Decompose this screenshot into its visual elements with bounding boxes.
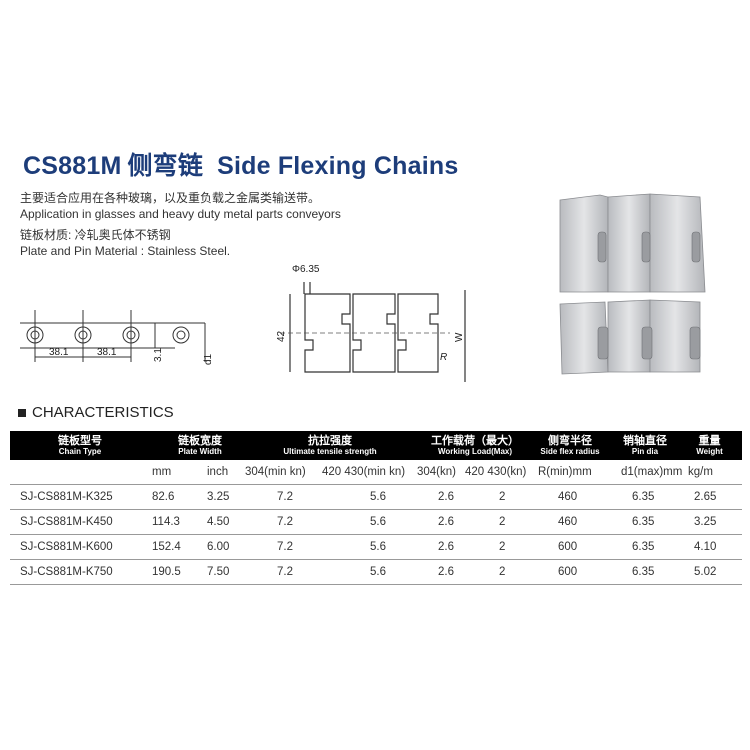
cell-width-inch: 4.50: [207, 516, 230, 528]
units-row: mm inch 304(min kn) 420 430(min kn) 304(…: [10, 460, 742, 485]
dim-42-label: 42: [276, 330, 287, 342]
header-en: Working Load(Max): [437, 446, 513, 456]
cell-tensile-420: 5.6: [370, 516, 386, 528]
cell-width-mm: 190.5: [152, 566, 181, 578]
header-en: Ultimate tensile strength: [283, 446, 377, 456]
header-cn: 链板宽度: [178, 434, 222, 447]
unit-radius: R(min)mm: [538, 466, 592, 478]
header-en: Pin dia: [631, 446, 659, 456]
cell-load-420: 2: [499, 516, 506, 528]
characteristics-table: 链板型号 Chain Type 链板宽度 Plate Width 抗拉强度 Ul…: [10, 431, 742, 585]
dim-w-label: W: [454, 332, 465, 342]
cell-chain-type: SJ-CS881M-K750: [20, 566, 113, 578]
cell-load-420: 2: [499, 491, 506, 503]
cell-width-mm: 114.3: [152, 516, 180, 528]
cell-chain-type: SJ-CS881M-K325: [20, 491, 113, 503]
unit-304-tensile: 304(min kn): [245, 466, 306, 478]
dim-r-label: R: [440, 352, 447, 363]
top-view-diagram: Φ6.35 42 W R: [276, 264, 466, 382]
header-weight: 重量 Weight: [682, 431, 737, 460]
unit-pin: d1(max)mm: [621, 466, 683, 478]
header-cn: 链板型号: [58, 434, 102, 447]
cell-pin: 6.35: [632, 491, 655, 503]
cell-width-inch: 6.00: [207, 541, 230, 553]
cell-radius: 460: [558, 516, 578, 528]
cell-load-304: 2.6: [438, 541, 454, 553]
bullet-square-icon: [18, 408, 26, 417]
characteristics-title: CHARACTERISTICS: [32, 404, 174, 421]
header-cn: 侧弯半径: [548, 434, 592, 447]
header-cn: 重量: [698, 434, 721, 447]
unit-mm: mm: [152, 466, 172, 478]
table-row: SJ-CS881M-K325 82.6 3.25 7.2 5.6 2.6 2 4…: [10, 485, 742, 510]
cell-width-mm: 82.6: [152, 491, 175, 503]
cell-tensile-304: 7.2: [277, 516, 293, 528]
header-cn: 抗拉强度: [308, 434, 352, 447]
cell-load-304: 2.6: [438, 566, 454, 578]
cell-width-inch: 7.50: [207, 566, 230, 578]
cell-load-304: 2.6: [438, 491, 454, 503]
unit-420-tensile: 420 430(min kn): [322, 466, 406, 478]
cell-radius: 600: [558, 541, 578, 553]
description-cn-2: 链板材质: 冷轧奥氏体不锈钢: [20, 228, 171, 242]
cell-load-420: 2: [499, 541, 506, 553]
cell-load-420: 2: [499, 566, 506, 578]
cell-width-inch: 3.25: [207, 491, 230, 503]
header-en: Side flex radius: [540, 446, 600, 456]
cell-tensile-304: 7.2: [277, 541, 293, 553]
header-side-flex-radius: 侧弯半径 Side flex radius: [530, 431, 610, 460]
cell-width-mm: 152.4: [152, 541, 181, 553]
header-tensile-strength: 抗拉强度 Ultimate tensile strength: [250, 431, 410, 460]
pitch-label-1: 38.1: [49, 347, 69, 358]
description-en-1: Application in glasses and heavy duty me…: [20, 207, 341, 221]
dim-3-1-label: 3.1: [153, 348, 164, 362]
header-plate-width: 链板宽度 Plate Width: [150, 431, 250, 460]
unit-420-load: 420 430(kn): [465, 466, 527, 478]
title-en: Side Flexing Chains: [217, 152, 459, 180]
cell-tensile-420: 5.6: [370, 491, 386, 503]
cell-weight: 2.65: [694, 491, 717, 503]
pin-dia-label: Φ6.35: [292, 264, 320, 275]
description-en-2: Plate and Pin Material : Stainless Steel…: [20, 244, 231, 258]
table-header: 链板型号 Chain Type 链板宽度 Plate Width 抗拉强度 Ul…: [10, 431, 742, 460]
cell-pin: 6.35: [632, 516, 655, 528]
side-view-diagram: 38.1 38.1 3.1 d1: [20, 310, 214, 365]
cell-weight: 3.25: [694, 516, 717, 528]
cell-load-304: 2.6: [438, 516, 454, 528]
title-cn: 侧弯链: [127, 152, 204, 180]
cell-chain-type: SJ-CS881M-K600: [20, 541, 113, 553]
header-en: Weight: [696, 446, 723, 456]
unit-inch: inch: [207, 466, 229, 478]
unit-weight: kg/m: [688, 466, 713, 478]
model-code: CS881M: [23, 152, 122, 180]
dim-d1-label: d1: [203, 353, 214, 365]
chain-photo: [559, 193, 706, 375]
cell-weight: 4.10: [694, 541, 717, 553]
header-working-load: 工作载荷（最大） Working Load(Max): [420, 431, 530, 460]
header-en: Chain Type: [58, 446, 102, 456]
header-en: Plate Width: [178, 446, 222, 456]
table-row: SJ-CS881M-K450 114.3 4.50 7.2 5.6 2.6 2 …: [10, 510, 742, 535]
pitch-label-2: 38.1: [97, 347, 117, 358]
cell-chain-type: SJ-CS881M-K450: [20, 516, 113, 528]
cell-radius: 600: [558, 566, 578, 578]
cell-tensile-420: 5.6: [370, 541, 386, 553]
cell-pin: 6.35: [632, 566, 655, 578]
cell-tensile-304: 7.2: [277, 491, 293, 503]
header-pin-dia: 销轴直径 Pin dia: [615, 431, 675, 460]
cell-tensile-304: 7.2: [277, 566, 293, 578]
cell-tensile-420: 5.6: [370, 566, 386, 578]
unit-304-load: 304(kn): [417, 466, 456, 478]
characteristics-heading: CHARACTERISTICS: [18, 404, 174, 421]
table-row: SJ-CS881M-K600 152.4 6.00 7.2 5.6 2.6 2 …: [10, 535, 742, 560]
cell-pin: 6.35: [632, 541, 655, 553]
cell-radius: 460: [558, 491, 578, 503]
table-row: SJ-CS881M-K750 190.5 7.50 7.2 5.6 2.6 2 …: [10, 560, 742, 585]
header-cn: 销轴直径: [623, 434, 667, 447]
header-cn: 工作载荷（最大）: [431, 434, 519, 447]
header-chain-type: 链板型号 Chain Type: [30, 431, 130, 460]
cell-weight: 5.02: [694, 566, 717, 578]
description-cn-1: 主要适合应用在各种玻璃，以及重负载之金属类输送带。: [20, 191, 321, 205]
